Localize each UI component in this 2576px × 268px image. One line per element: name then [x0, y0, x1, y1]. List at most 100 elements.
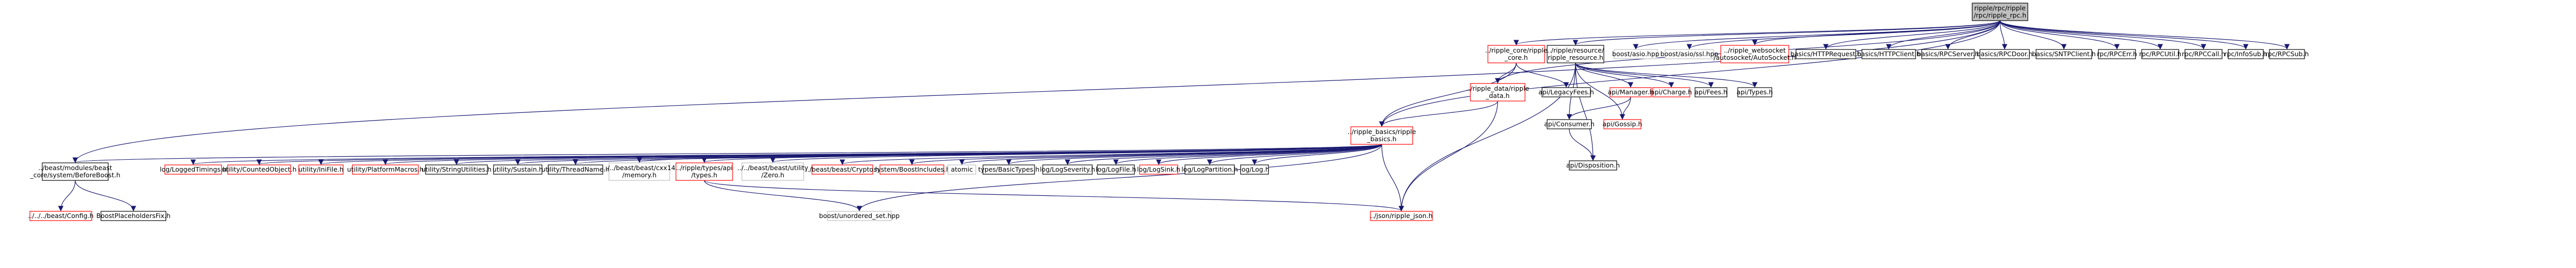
- edge-root-to-ripple_resource: [1572, 20, 2001, 46]
- edge-root-to-rpcutil: [1999, 20, 2163, 50]
- node-box: [2141, 49, 2179, 59]
- node-stringutilities[interactable]: utility/StringUtilities.h: [421, 164, 492, 175]
- node-box: [2098, 49, 2136, 59]
- node-asio-ssl[interactable]: boost/asio/ssl.hpp: [1660, 49, 1719, 59]
- node-logfile[interactable]: log/LogFile.h: [1096, 164, 1136, 175]
- node-config[interactable]: ../../../beast/Config.h: [28, 211, 94, 221]
- node-label-line: api/Charge.h: [1651, 88, 1692, 96]
- node-label-line: /memory.h: [622, 171, 657, 179]
- node-box: [29, 211, 92, 221]
- node-label-line: system/BoostIncludes.h: [874, 165, 951, 173]
- node-box: [493, 164, 543, 175]
- node-label-line: _core.h: [1504, 54, 1528, 61]
- node-legacyfees[interactable]: api/LegacyFees.h: [1538, 87, 1594, 97]
- node-sntpclient[interactable]: basics/SNTPClient.h: [2032, 49, 2096, 59]
- node-unordered-set[interactable]: boost/unordered_set.hpp: [819, 211, 900, 221]
- node-atomic[interactable]: atomic: [947, 164, 976, 175]
- node-label-line: basics/SNTPClient.h: [2032, 50, 2096, 58]
- node-ripple-resource[interactable]: ../ripple/resource/ripple_resource.h: [1547, 45, 1604, 63]
- node-disposition[interactable]: api/Disposition.h: [1566, 160, 1620, 171]
- node-box: [879, 164, 944, 175]
- edge-ripple_resource-to-charge: [1575, 62, 1674, 88]
- node-label-line: atomic: [951, 165, 973, 173]
- node-box: [1487, 45, 1545, 63]
- edge-root-to-sntpclient: [1999, 20, 2067, 50]
- dependency-edges: [58, 20, 2290, 212]
- node-loggedtimings[interactable]: log/LoggedTimings.h: [160, 164, 227, 175]
- node-label-line: basics/RPCDoor.h: [1977, 50, 2033, 58]
- node-countedobject[interactable]: utility/CountedObject.h: [222, 164, 297, 175]
- node-zero[interactable]: ../../beast/beast/utility/Zero.h: [737, 162, 808, 181]
- node-beast-extras[interactable]: ../beast/modules/beast_core/system/Befor…: [30, 162, 121, 181]
- node-box: [164, 164, 222, 175]
- node-box: [1609, 87, 1652, 97]
- node-platformmacros[interactable]: utility/PlatformMacros.h: [347, 164, 424, 175]
- node-boostincludes[interactable]: system/BoostIncludes.h: [874, 164, 951, 175]
- node-autosocket[interactable]: ../ripple_websocket/autosocket/AutoSocke…: [1714, 45, 1796, 63]
- node-rpcserver[interactable]: basics/RPCServer.h: [1917, 49, 1979, 59]
- edge-ripple_data-to-ripple_json: [1398, 100, 1498, 212]
- node-inifile[interactable]: utility/IniFile.h: [298, 164, 344, 175]
- node-label-line: basics/RPCServer.h: [1917, 50, 1979, 58]
- node-box: [1547, 119, 1592, 129]
- node-ripple-core[interactable]: ../ripple_core/ripple_core.h: [1485, 45, 1548, 63]
- node-rpccall[interactable]: rpc/RPCCall.h: [2182, 49, 2225, 59]
- node-basictypes[interactable]: types/BasicTypes.h: [978, 164, 1040, 175]
- node-label-line: log/Log.h: [1240, 165, 1269, 173]
- node-label-line: ripple_resource.h: [1548, 54, 1603, 61]
- node-label-line: api/Fees.h: [1694, 88, 1727, 96]
- node-ripple-types[interactable]: ../ripple/types/api/types.h: [675, 162, 733, 181]
- node-label-line: api/LegacyFees.h: [1538, 88, 1594, 96]
- node-infosub[interactable]: rpc/InfoSub.h: [2224, 49, 2267, 59]
- node-httpclient[interactable]: basics/HTTPClient.h: [1857, 49, 1921, 59]
- node-log[interactable]: log/Log.h: [1240, 164, 1269, 175]
- node-threadname[interactable]: utility/ThreadName.h: [541, 164, 609, 175]
- node-box: [1240, 164, 1269, 175]
- edge-ripple_basics-to-ripple_json: [1381, 144, 1404, 212]
- node-label-line: ../ripple/types/api: [676, 164, 733, 172]
- node-logpartition[interactable]: log/LogPartition.h: [1181, 164, 1238, 175]
- node-box: [608, 162, 670, 181]
- node-consumer[interactable]: api/Consumer.h: [1544, 119, 1595, 129]
- node-box: [1665, 49, 1714, 59]
- node-manager[interactable]: api/Manager.h: [1608, 87, 1654, 97]
- node-crypto[interactable]: ../beast/beast/Crypto.h: [805, 164, 879, 175]
- node-cxx14-memory[interactable]: ../../beast/beast/cxx14/memory.h: [603, 162, 675, 181]
- edge-ripple_basics-to-logseverity: [1064, 144, 1382, 165]
- node-ripple-json[interactable]: ../json/ripple_json.h: [1370, 211, 1433, 221]
- node-box: [352, 164, 419, 175]
- node-root[interactable]: ripple/rpc/ripple/rpc/ripple_rpc.h: [1972, 3, 2028, 21]
- node-beast-asio[interactable]: boost/asio.hpp: [1612, 49, 1659, 59]
- node-logsink[interactable]: log/LogSink.h: [1137, 164, 1180, 175]
- node-ripple-data[interactable]: ../ripple_data/ripple_data.h: [1466, 83, 1529, 102]
- edge-beast_extras-to-config: [58, 180, 76, 212]
- node-label-line: ../beast/modules/beast: [38, 164, 112, 172]
- node-ripple-basics[interactable]: ../ripple_basics/ripple_basics.h: [1348, 126, 1416, 145]
- node-placeholders[interactable]: BoostPlaceholdersFix.h: [96, 211, 171, 221]
- node-label-line: /rpc/ripple_rpc.h: [1974, 11, 2026, 19]
- node-label-line: rpc/RPCSub.h: [2265, 50, 2309, 58]
- node-label-line: utility/IniFile.h: [298, 165, 344, 173]
- node-sustain[interactable]: utility/Sustain.h: [493, 164, 543, 175]
- node-rpcutil[interactable]: rpc/RPCUtil.h: [2139, 49, 2181, 59]
- edge-consumer-to-disposition: [1569, 128, 1596, 161]
- node-rpcerr[interactable]: rpc/RPCErr.h: [2097, 49, 2137, 59]
- edge-ripple_basics-to-log: [1251, 144, 1382, 165]
- node-box: [1184, 164, 1235, 175]
- node-gossip[interactable]: api/Gossip.h: [1603, 119, 1642, 129]
- node-charge[interactable]: api/Charge.h: [1651, 87, 1692, 97]
- node-label-line: basics/HTTPRequest.h: [1790, 50, 1861, 58]
- edge-ripple_basics-to-basictypes: [1006, 144, 1382, 165]
- node-rpcsub[interactable]: rpc/RPCSub.h: [2265, 49, 2309, 59]
- node-box: [827, 211, 892, 221]
- node-label-line: log/LogPartition.h: [1181, 165, 1238, 173]
- node-rpcdoor[interactable]: basics/RPCDoor.h: [1977, 49, 2033, 59]
- dependency-nodes: ripple/rpc/ripple/rpc/ripple_rpc.h ../rip…: [28, 3, 2309, 221]
- node-logseverity[interactable]: log/LogSeverity.h: [1040, 164, 1095, 175]
- edge-root-to-infosub: [1999, 20, 2249, 50]
- node-label-line: ../json/ripple_json.h: [1370, 212, 1432, 220]
- node-fees[interactable]: api/Fees.h: [1694, 87, 1727, 97]
- node-types[interactable]: api/Types.h: [1737, 87, 1773, 97]
- node-box: [1569, 160, 1617, 171]
- node-httprequest[interactable]: basics/HTTPRequest.h: [1790, 49, 1861, 59]
